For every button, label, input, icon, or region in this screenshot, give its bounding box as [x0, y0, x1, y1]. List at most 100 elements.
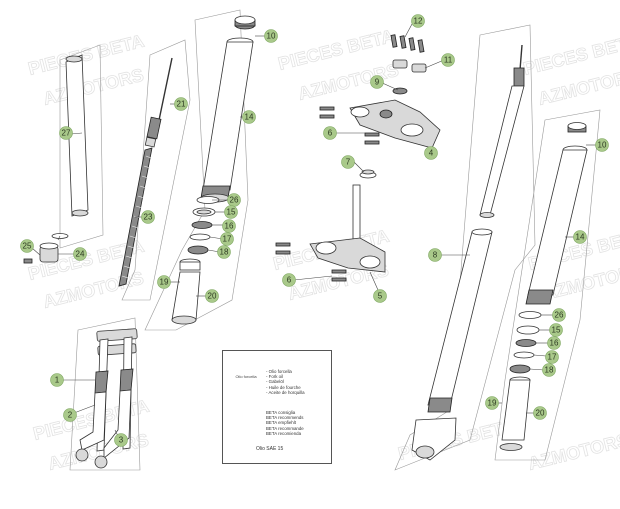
svg-text:26: 26	[555, 311, 564, 320]
callout-27: 27	[59, 126, 73, 140]
callout-16: 16	[222, 219, 236, 233]
callout-18-right: 18	[542, 363, 556, 377]
callout-4: 4	[424, 146, 438, 160]
svg-text:15: 15	[227, 208, 236, 217]
svg-text:1: 1	[55, 376, 60, 385]
part-14-outer-tube-right	[525, 145, 588, 305]
svg-text:3: 3	[119, 436, 124, 445]
svg-text:10: 10	[267, 32, 276, 41]
callout-6-lower: 6	[282, 273, 296, 287]
part-6-lower-bolts	[275, 242, 347, 282]
part-21-damper-rod	[144, 57, 173, 148]
part-17-clip	[189, 233, 211, 241]
svg-text:21: 21	[177, 100, 186, 109]
callout-26-right: 26	[552, 308, 566, 322]
legend-line: BETA recommande	[266, 425, 304, 431]
svg-text:11: 11	[444, 56, 453, 65]
callout-18: 18	[217, 245, 231, 259]
legend-line: BETA recommends	[266, 415, 304, 421]
callout-6: 6	[323, 126, 337, 140]
part-5-lower-triple-clamp	[309, 184, 386, 273]
part-8-inner-tube-right	[411, 44, 525, 461]
svg-text:26: 26	[230, 196, 239, 205]
callout-1: 1	[50, 373, 64, 387]
callout-10: 10	[264, 29, 278, 43]
callout-14-right: 14	[573, 230, 587, 244]
legend-line: - Gabelöl	[266, 379, 284, 385]
part-16-dust-seal	[191, 221, 213, 229]
svg-text:24: 24	[76, 250, 85, 259]
callout-23: 23	[141, 210, 155, 224]
svg-text:16: 16	[550, 339, 559, 348]
part-10-top-cap-right	[567, 122, 587, 133]
callout-20-right: 20	[533, 406, 547, 420]
svg-text:25: 25	[23, 242, 32, 251]
callout-9: 9	[370, 75, 384, 89]
oil-grade-label: Olio SAE 15	[256, 446, 284, 452]
part-4-upper-triple-clamp	[349, 99, 441, 149]
callout-24: 24	[73, 247, 87, 261]
callout-20: 20	[205, 289, 219, 303]
oil-can-label: Olio forcella	[235, 374, 257, 379]
svg-text:5: 5	[378, 292, 383, 301]
callout-7: 7	[341, 155, 355, 169]
svg-text:18: 18	[220, 248, 229, 257]
svg-text:18: 18	[545, 366, 554, 375]
oil-legend-top: - Olio forcella - Fork oil - Gabelöl - H…	[266, 369, 305, 395]
legend-line: - Huile de fourche	[266, 384, 301, 390]
svg-text:23: 23	[144, 213, 153, 222]
legend-line: BETA consiglia	[266, 410, 296, 415]
svg-text:12: 12	[414, 17, 423, 26]
svg-text:14: 14	[576, 233, 585, 242]
part-25-screw	[23, 258, 33, 264]
watermark-text: AZMOTORS	[296, 60, 400, 104]
callout-25: 25	[20, 239, 34, 253]
part-19-bushing-sleeve	[179, 258, 201, 271]
svg-text:6: 6	[328, 129, 333, 138]
part-19-20-right	[499, 376, 531, 451]
part-10-top-cap	[234, 15, 256, 30]
legend-line: - Fork oil	[266, 374, 284, 380]
part-seals-right	[509, 311, 542, 374]
part-27-inner-tube	[65, 54, 89, 217]
callout-8: 8	[428, 248, 442, 262]
watermark-text: AZMOTORS	[526, 430, 620, 474]
svg-text:20: 20	[208, 292, 217, 301]
svg-text:17: 17	[548, 353, 557, 362]
svg-text:2: 2	[68, 411, 73, 420]
svg-text:7: 7	[346, 158, 351, 167]
callout-11: 11	[441, 53, 455, 67]
part-18-bushing	[187, 245, 209, 255]
svg-text:14: 14	[245, 113, 254, 122]
callout-16-right: 16	[547, 336, 561, 350]
part-12-bolts	[390, 34, 425, 53]
part-11-clamps	[392, 59, 427, 73]
legend-line: - Olio forcella	[266, 369, 292, 374]
part-20-guide-tube	[171, 271, 201, 325]
svg-text:17: 17	[223, 235, 232, 244]
svg-text:10: 10	[598, 141, 607, 150]
svg-text:19: 19	[488, 399, 497, 408]
callout-21: 21	[174, 97, 188, 111]
svg-text:9: 9	[375, 78, 380, 87]
svg-text:19: 19	[160, 278, 169, 287]
svg-text:27: 27	[62, 129, 71, 138]
callout-19-right: 19	[485, 396, 499, 410]
callout-5: 5	[373, 289, 387, 303]
callout-12: 12	[411, 14, 425, 28]
part-1-fork-assembly	[75, 328, 138, 469]
callout-10-right: 10	[595, 138, 609, 152]
svg-text:4: 4	[429, 149, 434, 158]
legend-line: BETA empfiehlt	[266, 420, 296, 426]
callout-17-right: 17	[545, 350, 559, 364]
part-7-bearing	[359, 169, 377, 179]
callout-2: 2	[63, 408, 77, 422]
svg-text:6: 6	[287, 276, 292, 285]
svg-text:20: 20	[536, 409, 545, 418]
svg-text:15: 15	[552, 326, 561, 335]
callout-14: 14	[242, 110, 256, 124]
svg-text:8: 8	[433, 251, 438, 260]
part-6-upper-bolts	[319, 106, 380, 145]
callout-3: 3	[114, 433, 128, 447]
